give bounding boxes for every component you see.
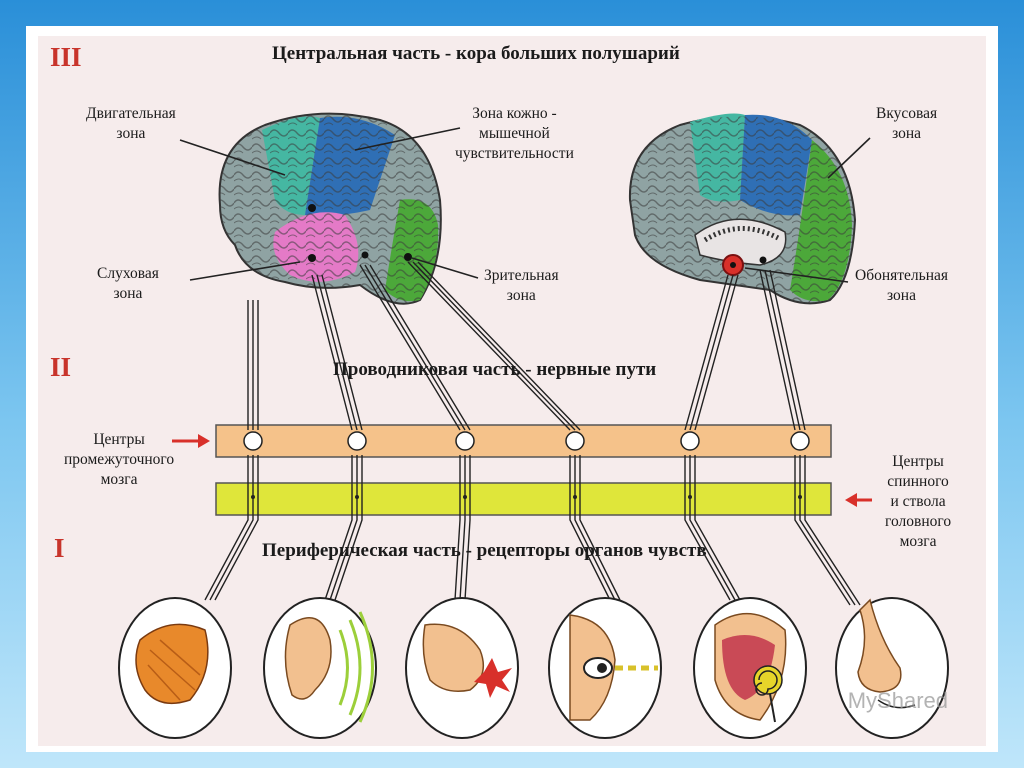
callout-lines xyxy=(179,127,871,283)
diencephalon-band xyxy=(215,424,832,458)
receptor-muscle-oval xyxy=(118,597,232,739)
auditory-zone-label: Слуховая зона xyxy=(97,265,159,302)
nerve-pathways xyxy=(204,261,861,606)
motor-zone-label: Двигательная зона xyxy=(86,105,176,142)
section-III-title: Центральная часть - кора больших полушар… xyxy=(272,43,680,64)
spinal-arrow xyxy=(845,493,872,507)
finger-icon xyxy=(422,623,485,692)
receptor-finger-oval xyxy=(405,597,519,739)
skin-zone-label: Зона кожно - мышечной чувствительности xyxy=(455,105,574,162)
nose-icon xyxy=(857,598,902,693)
receptor-tongue-oval xyxy=(693,597,807,739)
receptor-ear-oval xyxy=(263,597,377,739)
relay-nodes xyxy=(243,431,810,451)
section-III-numeral: III xyxy=(50,42,82,72)
spinal-brainstem-band xyxy=(215,482,832,516)
muscle-icon xyxy=(135,623,209,705)
watermark: MyShared xyxy=(847,688,948,713)
taste-zone-label: Вкусовая зона xyxy=(876,105,938,142)
ear-icon xyxy=(284,616,332,700)
olfactory-zone-label: Обонятельная зона xyxy=(855,267,949,304)
receptor-eye-oval xyxy=(548,597,662,739)
receptor-nose-oval xyxy=(835,597,949,739)
section-II-title: Проводниковая часть - нервные пути xyxy=(333,359,657,380)
section-II-numeral: II xyxy=(50,352,72,382)
right-brain-illustration xyxy=(628,113,857,305)
section-I-title: Периферическая часть - рецепторы органов… xyxy=(262,540,707,561)
diencephalon-centers-label: Центры промежуточного мозга xyxy=(64,431,175,488)
visual-zone-label: Зрительная зона xyxy=(484,267,559,304)
band-dots xyxy=(251,495,802,499)
diencephalon-arrow xyxy=(172,434,210,448)
spinal-centers-label: Центры спинного и ствола головного мозга xyxy=(885,453,952,550)
section-I-numeral: I xyxy=(54,533,65,563)
left-brain-illustration xyxy=(218,112,442,305)
